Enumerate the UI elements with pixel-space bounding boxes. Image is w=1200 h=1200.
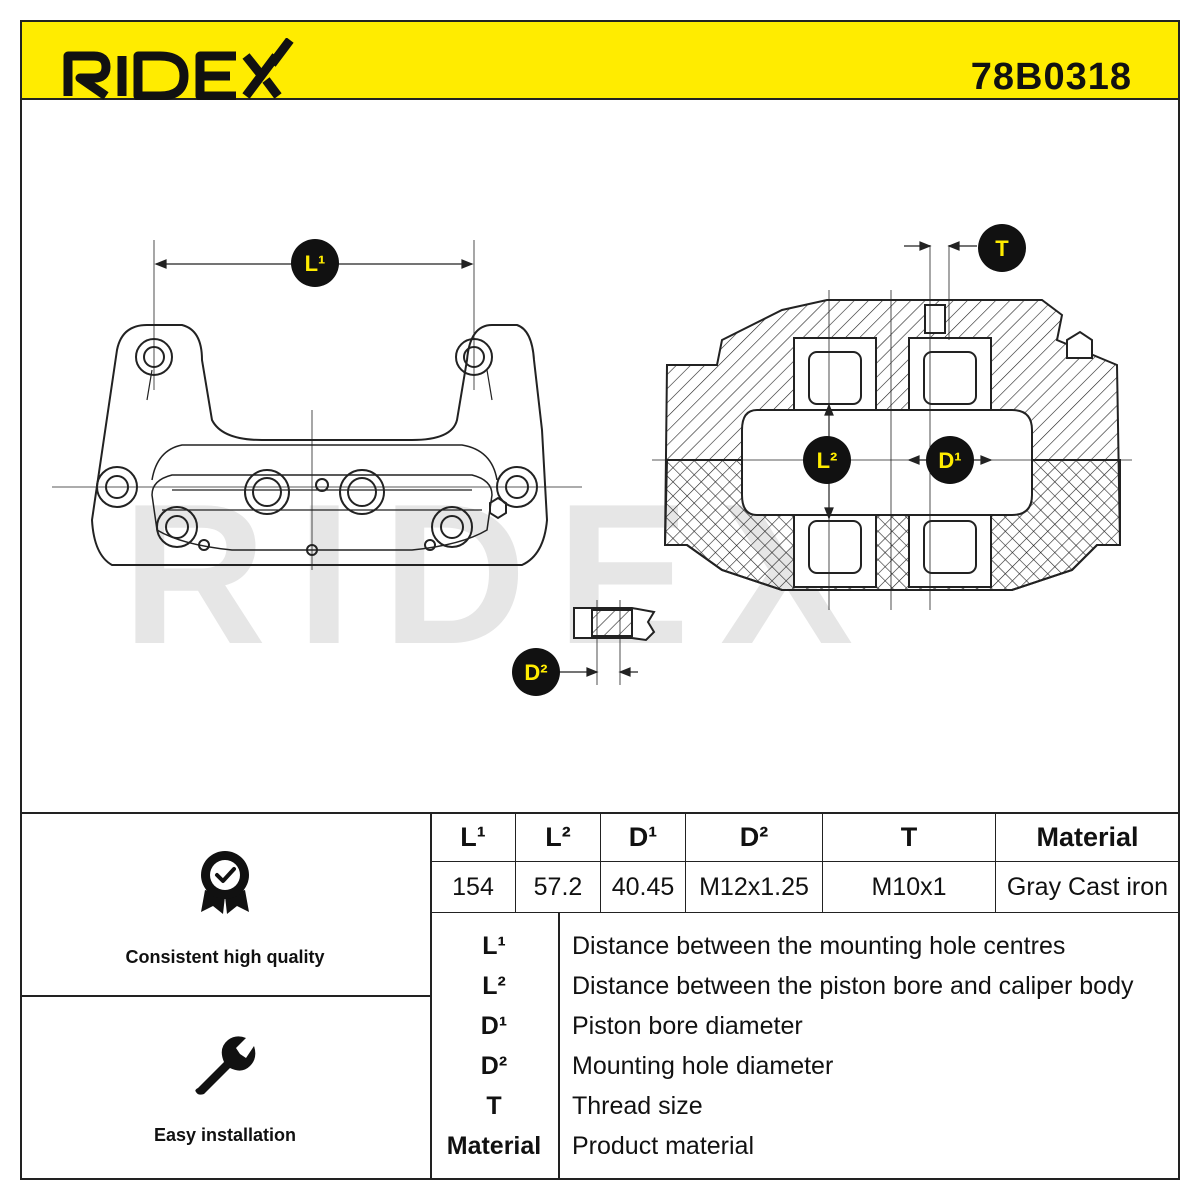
divider — [20, 995, 430, 997]
svg-text:T: T — [995, 236, 1009, 261]
caliper-cross-section — [663, 299, 1122, 591]
legend-desc: Distance between the mounting hole centr… — [572, 932, 1066, 960]
legend-row: D² Mounting hole diameter — [430, 1048, 1180, 1088]
legend-key: T — [486, 1092, 502, 1120]
quality-badge-icon — [201, 851, 249, 914]
wrench-icon — [195, 1036, 256, 1095]
spec-header-row: L¹ L² D¹ D² T Material — [430, 812, 1180, 862]
svg-text:L¹: L¹ — [305, 251, 326, 276]
spec-value: Gray Cast iron — [995, 861, 1180, 913]
spec-value: 154 — [430, 861, 516, 913]
spec-header: L¹ — [430, 812, 516, 862]
feature-installation: Easy installation — [20, 1030, 430, 1146]
legend-desc: Piston bore diameter — [572, 1012, 803, 1040]
d2-dimension — [557, 667, 638, 677]
technical-drawing: RIDEX — [22, 100, 1178, 812]
part-number: 78B0318 — [970, 56, 1132, 98]
spec-value: 40.45 — [600, 861, 686, 913]
divider — [430, 812, 432, 1180]
page-frame — [20, 20, 1180, 1180]
spec-value: M10x1 — [822, 861, 996, 913]
spec-value-row: 154 57.2 40.45 M12x1.25 M10x1 Gray Cast … — [430, 861, 1180, 913]
feature-quality: Consistent high quality — [20, 848, 430, 968]
feature-label: Easy installation — [153, 1125, 297, 1145]
legend-desc: Mounting hole diameter — [572, 1052, 834, 1080]
feature-label: Consistent high quality — [125, 947, 325, 967]
badge-d1: D¹ — [926, 436, 974, 484]
spec-value: 57.2 — [515, 861, 601, 913]
legend-key: D² — [480, 1052, 508, 1080]
badge-l1: L¹ — [291, 239, 339, 287]
caliper-diagram: L¹ — [52, 224, 1132, 696]
legend-row: L¹ Distance between the mounting hole ce… — [430, 928, 1180, 968]
svg-text:L²: L² — [817, 448, 838, 473]
badge-d2: D² — [512, 648, 560, 696]
header-bar: 78B0318 — [20, 20, 1180, 100]
spec-header: D¹ — [600, 812, 686, 862]
legend-row: T Thread size — [430, 1088, 1180, 1128]
legend-key: Material — [446, 1132, 542, 1160]
legend-desc: Thread size — [572, 1092, 703, 1120]
legend-divider — [558, 912, 560, 1180]
legend-desc: Distance between the piston bore and cal… — [572, 972, 1134, 1000]
spec-header: L² — [515, 812, 601, 862]
spec-header: D² — [685, 812, 823, 862]
legend-row: D¹ Piston bore diameter — [430, 1008, 1180, 1048]
caliper-front-view — [52, 240, 582, 570]
badge-l2: L² — [803, 436, 851, 484]
d1-dimension — [907, 455, 993, 465]
info-panel: Consistent high quality Easy installatio… — [20, 812, 1180, 1180]
legend-row: Material Product material — [430, 1128, 1180, 1168]
spec-header: T — [822, 812, 996, 862]
badge-t: T — [978, 224, 1026, 272]
legend-key: D¹ — [480, 1012, 508, 1040]
legend: L¹ Distance between the mounting hole ce… — [430, 912, 1180, 1180]
legend-desc: Product material — [572, 1132, 755, 1160]
svg-text:D²: D² — [524, 660, 547, 685]
ridex-logo — [63, 38, 294, 100]
mounting-bolt-detail — [573, 600, 656, 685]
legend-key: L² — [482, 972, 506, 1000]
legend-row: L² Distance between the piston bore and … — [430, 968, 1180, 1008]
svg-text:D¹: D¹ — [938, 448, 961, 473]
spec-table: L¹ L² D¹ D² T Material 154 57.2 40.45 M1… — [430, 812, 1180, 913]
spec-header: Material — [995, 812, 1180, 862]
t-dimension — [904, 241, 977, 251]
legend-key: L¹ — [482, 932, 506, 960]
